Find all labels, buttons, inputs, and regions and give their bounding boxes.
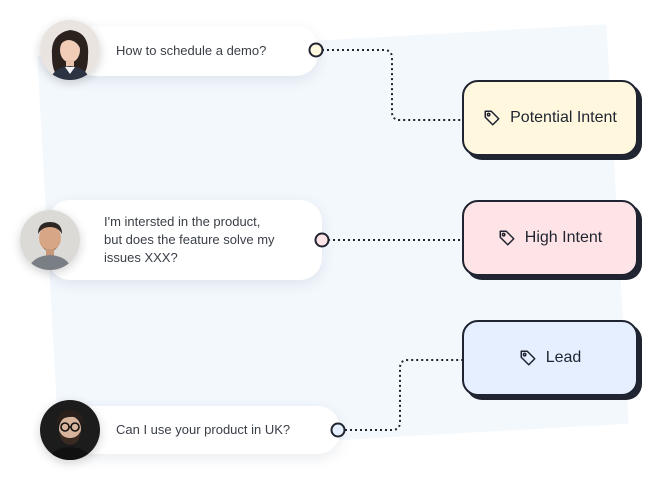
- connector-1: [322, 49, 462, 121]
- tag-lead[interactable]: Lead: [462, 320, 638, 396]
- tag-label: Potential Intent: [510, 109, 617, 126]
- connector-3: [345, 359, 462, 431]
- man-avatar: [20, 210, 80, 270]
- connector-dot-3: [330, 422, 346, 438]
- message-line: issues XXX?: [104, 250, 178, 265]
- tag-potential-intent[interactable]: Potential Intent: [462, 80, 638, 156]
- woman-avatar: [40, 20, 100, 80]
- message-text-3: Can I use your product in UK?: [116, 422, 291, 437]
- tag-icon: [499, 230, 515, 246]
- tag-label: Lead: [545, 349, 582, 366]
- tag-label: High Intent: [524, 229, 603, 246]
- message-bubble-3: Can I use your product in UK?: [72, 406, 340, 454]
- tag-high-intent[interactable]: High Intent: [462, 200, 638, 276]
- message-line: I'm intersted in the product,: [104, 214, 261, 229]
- bearded-man-avatar: [40, 400, 100, 460]
- connector-dot-1: [308, 42, 324, 58]
- message-bubble-1: How to schedule a demo?: [72, 26, 318, 76]
- connector-dot-2: [314, 232, 330, 248]
- tag-icon: [520, 350, 536, 366]
- message-bubble-2: I'm intersted in the product, but does t…: [48, 200, 322, 280]
- message-text-2: I'm intersted in the product, but does t…: [104, 213, 275, 267]
- tag-icon: [484, 110, 500, 126]
- message-text-1: How to schedule a demo?: [116, 43, 267, 58]
- message-line: but does the feature solve my: [104, 232, 275, 247]
